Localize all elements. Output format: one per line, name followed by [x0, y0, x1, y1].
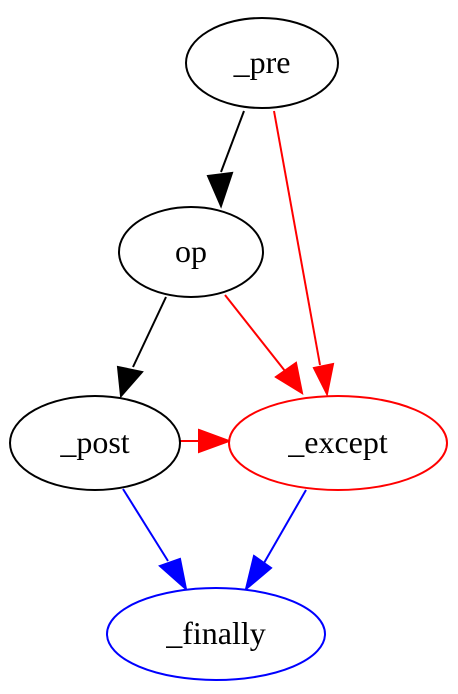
edge-post-to-finally: [122, 488, 188, 592]
edge-pre-to-op: [206, 110, 245, 209]
node-except: _except: [228, 395, 448, 491]
node-finally: _finally: [106, 587, 326, 681]
edge-op-to-post: [116, 296, 167, 399]
node-op-label: op: [175, 233, 207, 269]
edge-post-to-except: [180, 428, 232, 454]
node-pre: _pre: [185, 17, 339, 109]
node-op: op: [118, 206, 264, 298]
node-except-label: _except: [287, 424, 388, 460]
node-pre-label: _pre: [233, 44, 291, 80]
node-post: _post: [9, 395, 181, 491]
edge-pre-to-except: [273, 110, 335, 398]
node-post-label: _post: [59, 424, 129, 460]
node-finally-label: _finally: [165, 615, 266, 651]
edges: [116, 110, 335, 592]
edge-op-to-except: [224, 294, 304, 396]
edge-except-to-finally: [244, 489, 307, 592]
